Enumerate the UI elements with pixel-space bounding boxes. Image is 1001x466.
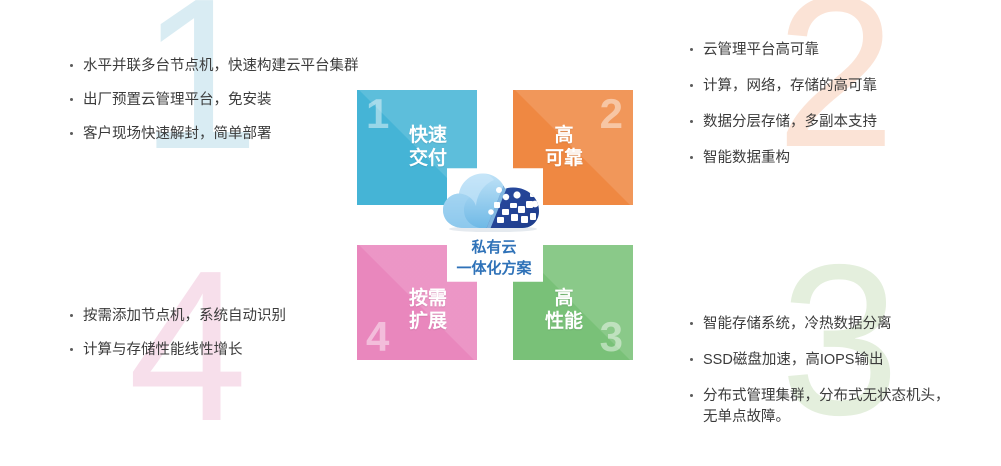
- tile-label-line2: 可靠: [544, 148, 583, 170]
- list-item: 按需添加节点机，系统自动识别: [68, 306, 388, 327]
- bullet-block-top-left: 水平并联多台节点机，快速构建云平台集群 出厂预置云管理平台，免安装 客户现场快速…: [68, 56, 388, 145]
- list-item: 水平并联多台节点机，快速构建云平台集群: [68, 56, 388, 77]
- bullet-dot-icon: [70, 64, 73, 68]
- bullet-dot-icon: [690, 120, 693, 124]
- tile-label-line1: 高: [554, 125, 574, 146]
- bullet-dot-icon: [690, 394, 693, 398]
- tile-label-line2: 性能: [544, 311, 583, 333]
- bullet-text: SSD磁盘加速，高IOPS输出: [703, 352, 884, 369]
- list-item: 计算，网络，存储的高可靠: [688, 76, 988, 97]
- tile-label: 按需 扩展: [385, 287, 471, 333]
- tile-number: 4: [366, 313, 390, 360]
- bullet-text: 计算，网络，存储的高可靠: [703, 78, 877, 95]
- bullet-dot-icon: [690, 48, 693, 52]
- list-item: 云管理平台高可靠: [688, 40, 988, 61]
- watermark-number-4: 4: [128, 225, 248, 466]
- list-item: 智能数据重构: [688, 148, 988, 169]
- list-item: 客户现场快速解封，简单部署: [68, 124, 388, 145]
- tile-label-line1: 快速: [408, 125, 447, 146]
- bullet-dot-icon: [690, 84, 693, 88]
- list-item: 计算与存储性能线性增长: [68, 340, 388, 361]
- tile-label-line2: 扩展: [408, 311, 447, 333]
- tile-label: 快速 交付: [385, 124, 471, 170]
- list-item: 出厂预置云管理平台，免安装: [68, 90, 388, 111]
- list-item: 分布式管理集群，分布式无状态机头， 无单点故障。: [688, 386, 988, 428]
- list-item: 数据分层存储，多副本支持: [688, 112, 988, 133]
- bullet-dot-icon: [70, 348, 73, 352]
- bullet-dot-icon: [690, 358, 693, 362]
- watermark-number-3: 3: [780, 219, 900, 460]
- bullet-text: 客户现场快速解封，简单部署: [83, 126, 272, 143]
- bullet-block-bottom-left: 按需添加节点机，系统自动识别 计算与存储性能线性增长: [68, 306, 388, 361]
- bullet-dot-icon: [690, 156, 693, 160]
- cloud-icon: [440, 170, 550, 233]
- bullet-text: 云管理平台高可靠: [703, 42, 819, 58]
- tile-label-line2: 交付: [408, 148, 447, 170]
- bullet-text: 出厂预置云管理平台，免安装: [83, 92, 272, 109]
- diagram-canvas: 1 2 3 4 水平并联多台节点机，快速构建云平台集群 出厂预置云管理平台，免安…: [68, 0, 988, 466]
- bullet-dot-icon: [70, 314, 73, 318]
- bullet-text: 计算与存储性能线性增长: [83, 342, 243, 359]
- bullet-text: 水平并联多台节点机，快速构建云平台集群: [83, 58, 359, 74]
- tile-label-line1: 按需: [408, 288, 447, 309]
- tile-label: 高 性能: [521, 287, 607, 333]
- tile-number: 2: [599, 90, 623, 137]
- bullet-text: 按需添加节点机，系统自动识别: [83, 308, 286, 324]
- bullet-dot-icon: [690, 322, 693, 326]
- list-item: SSD磁盘加速，高IOPS输出: [688, 350, 988, 371]
- tile-label-line1: 高: [554, 288, 574, 309]
- bullet-dot-icon: [70, 132, 73, 136]
- bullet-text: 分布式管理集群，分布式无状态机头， 无单点故障。: [703, 388, 950, 426]
- watermark-number-2: 2: [776, 0, 896, 192]
- bullet-text: 数据分层存储，多副本支持: [703, 114, 877, 131]
- list-item: 智能存储系统，冷热数据分离: [688, 314, 988, 335]
- tile-number: 1: [366, 90, 390, 137]
- bullet-dot-icon: [70, 98, 73, 102]
- tile-number: 3: [599, 313, 623, 360]
- center-caption-line2: 一体化方案: [456, 259, 532, 277]
- center-caption-line1: 私有云: [471, 239, 517, 256]
- bullet-block-bottom-right: 智能存储系统，冷热数据分离 SSD磁盘加速，高IOPS输出 分布式管理集群，分布…: [688, 314, 988, 443]
- bullet-text: 智能存储系统，冷热数据分离: [703, 316, 892, 332]
- watermark-number-1: 1: [140, 0, 260, 194]
- bullet-text: 智能数据重构: [703, 150, 790, 167]
- center-caption: 私有云 一体化方案: [404, 238, 584, 279]
- bullet-block-top-right: 云管理平台高可靠 计算，网络，存储的高可靠 数据分层存储，多副本支持 智能数据重…: [688, 40, 988, 184]
- tile-label: 高 可靠: [521, 124, 607, 170]
